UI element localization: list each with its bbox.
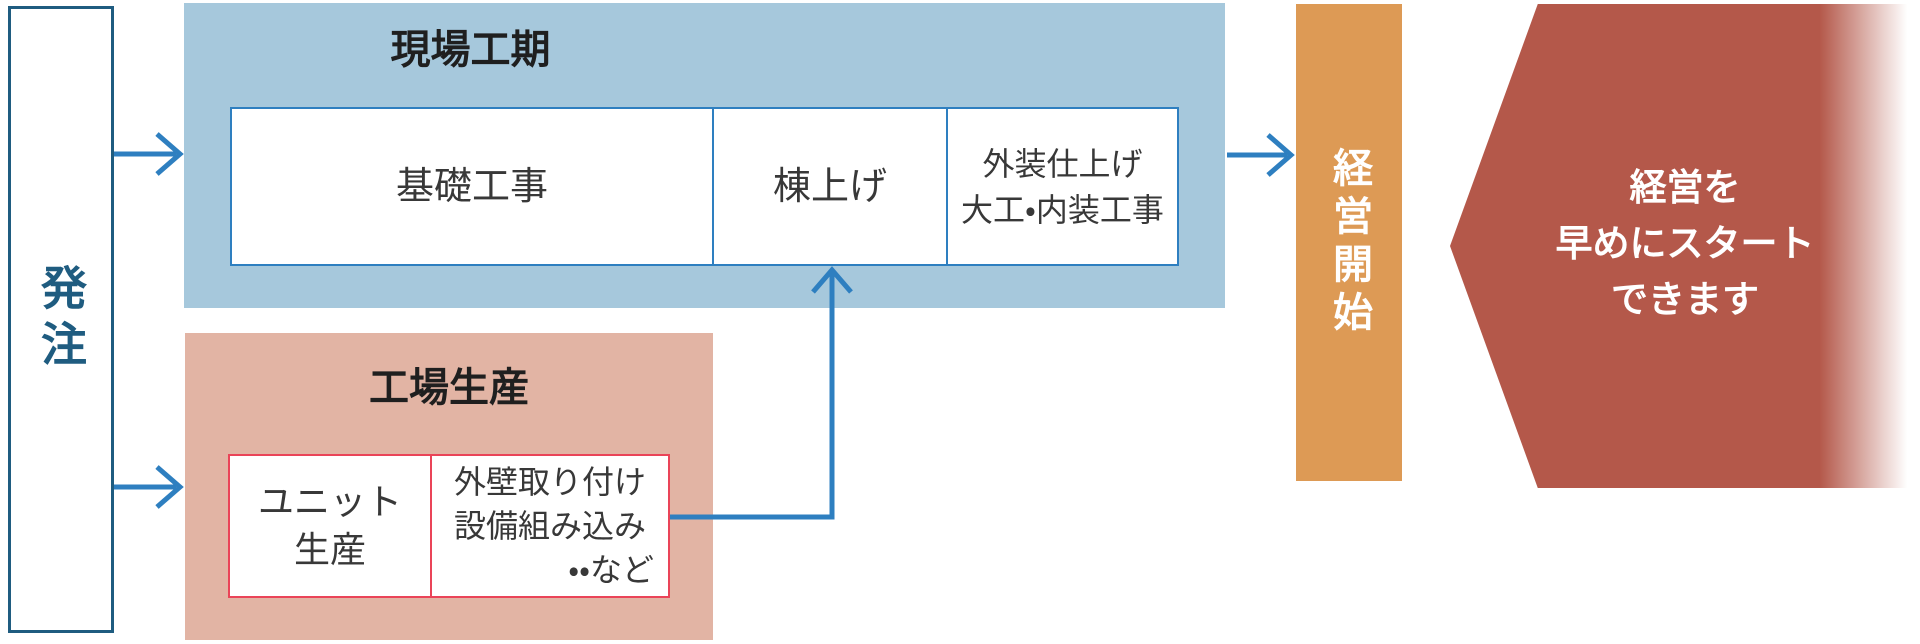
banner-line2: 早めにスタート: [1555, 223, 1815, 264]
step-exterior-line2: 大工・内装工事: [961, 191, 1164, 228]
step-assembly-line3: ・・など: [568, 552, 654, 588]
result-banner: [1450, 4, 1912, 488]
business-start-bar: 経営開始: [1296, 4, 1402, 481]
step-exterior-line1: 外装仕上げ: [982, 145, 1143, 182]
step-unit-production: ユニット 生産: [230, 456, 430, 596]
site-period-title: 現場工期: [390, 28, 551, 72]
step-unit-line1: ユニット: [257, 481, 402, 522]
step-foundation-label: 基礎工事: [395, 165, 548, 208]
step-unit-line2: 生産: [293, 529, 366, 570]
step-wall-equipment: 外壁取り付け 設備組み込み ・・など: [430, 456, 668, 596]
factory-steps-row: ユニット 生産 外壁取り付け 設備組み込み ・・など: [228, 454, 670, 598]
arrow-site-to-start: [1227, 133, 1295, 177]
step-roof-raising-label: 棟上げ: [772, 165, 887, 208]
factory-title: 工場生産: [369, 366, 529, 410]
step-exterior-interior: 外装仕上げ 大工・内装工事: [946, 109, 1177, 264]
business-start-label: 経営開始: [1327, 146, 1371, 339]
order-label: 発注: [35, 263, 87, 376]
arrow-order-to-factory: [114, 465, 184, 509]
result-banner-text: 経営を 早めにスタート できます: [1510, 160, 1860, 328]
site-steps-row: 基礎工事 棟上げ 外装仕上げ 大工・内装工事: [230, 107, 1179, 266]
step-roof-raising: 棟上げ: [712, 109, 946, 264]
step-foundation-work: 基礎工事: [232, 109, 712, 264]
arrow-order-to-site: [114, 132, 184, 176]
step-assembly-line1: 外壁取り付け: [453, 464, 646, 500]
banner-line3: できます: [1611, 279, 1759, 320]
step-assembly-line2: 設備組み込み: [453, 508, 646, 544]
banner-line1: 経営を: [1629, 167, 1741, 208]
order-box: 発注: [8, 6, 114, 633]
